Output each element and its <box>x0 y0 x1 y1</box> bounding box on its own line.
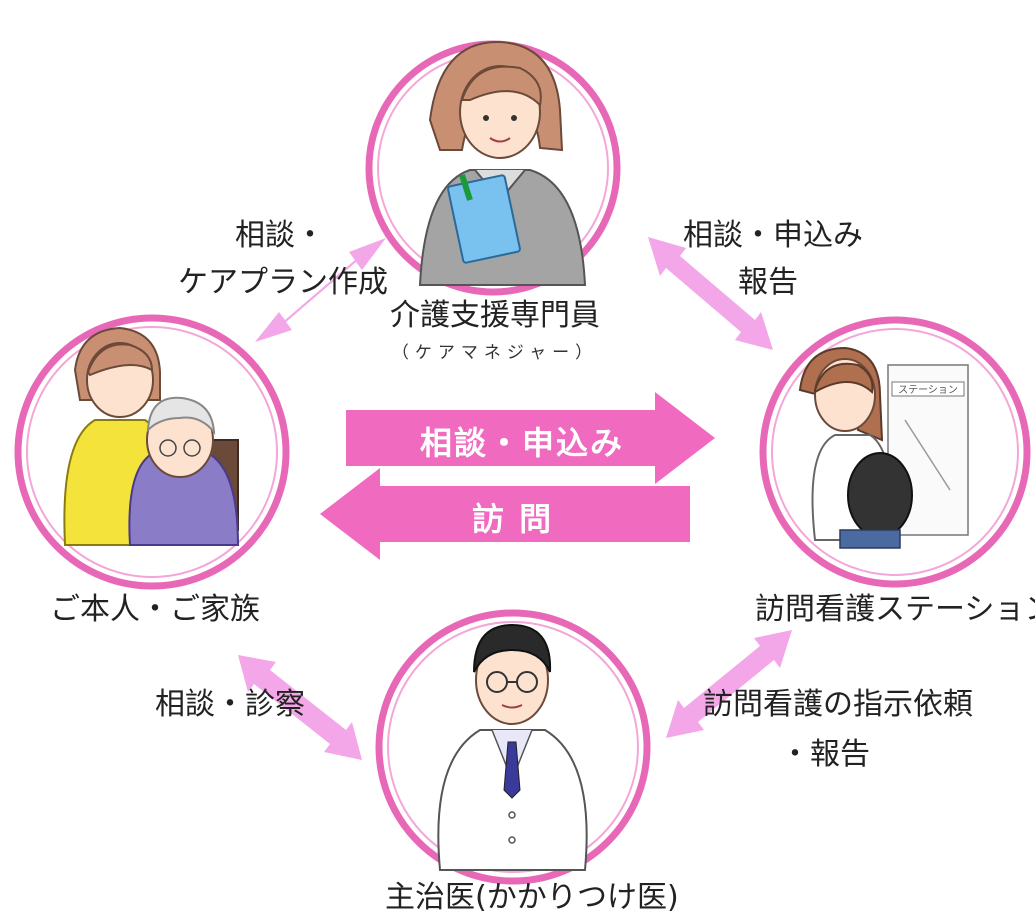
edge-label-family-doctor: 相談・診察 <box>155 687 305 722</box>
edge-label-caremanager-station-1: 相談・申込み <box>683 218 863 253</box>
edge-label-family-caremanager-1: 相談・ <box>235 218 325 253</box>
arrow-label-visit: 訪 問 <box>472 500 554 538</box>
care-manager-illustration <box>418 40 587 286</box>
family-label: ご本人・ご家族 <box>50 592 260 627</box>
doctor-label: 主治医(かかりつけ医) <box>385 880 679 915</box>
edge-label-station-doctor-2: ・報告 <box>780 737 870 772</box>
arrow-label-consult-apply: 相談・申込み <box>420 424 625 462</box>
station-illustration: ステーション <box>798 346 969 549</box>
edge-label-caremanager-station-2: 報告 <box>738 265 798 300</box>
care-manager-label: 介護支援専門員 <box>390 298 600 333</box>
arrow-visit-to-family <box>320 468 690 560</box>
station-label: 訪問看護ステーション <box>755 592 1035 627</box>
edge-label-family-caremanager-2: ケアプラン作成 <box>178 265 388 300</box>
arrow-consult-to-station <box>346 392 715 484</box>
care-manager-sublabel: （ケアマネジャー） <box>391 343 599 363</box>
station-sign-text: ステーション <box>898 385 958 396</box>
doctor-illustration <box>437 623 588 871</box>
arrow-caremanager-station <box>648 237 773 350</box>
arrow-family-doctor <box>238 655 362 760</box>
arrow-station-doctor <box>666 630 792 738</box>
family-illustration <box>63 326 240 546</box>
edge-label-station-doctor-1: 訪問看護の指示依頼 <box>703 687 973 722</box>
arrow-family-caremanager <box>255 238 386 342</box>
